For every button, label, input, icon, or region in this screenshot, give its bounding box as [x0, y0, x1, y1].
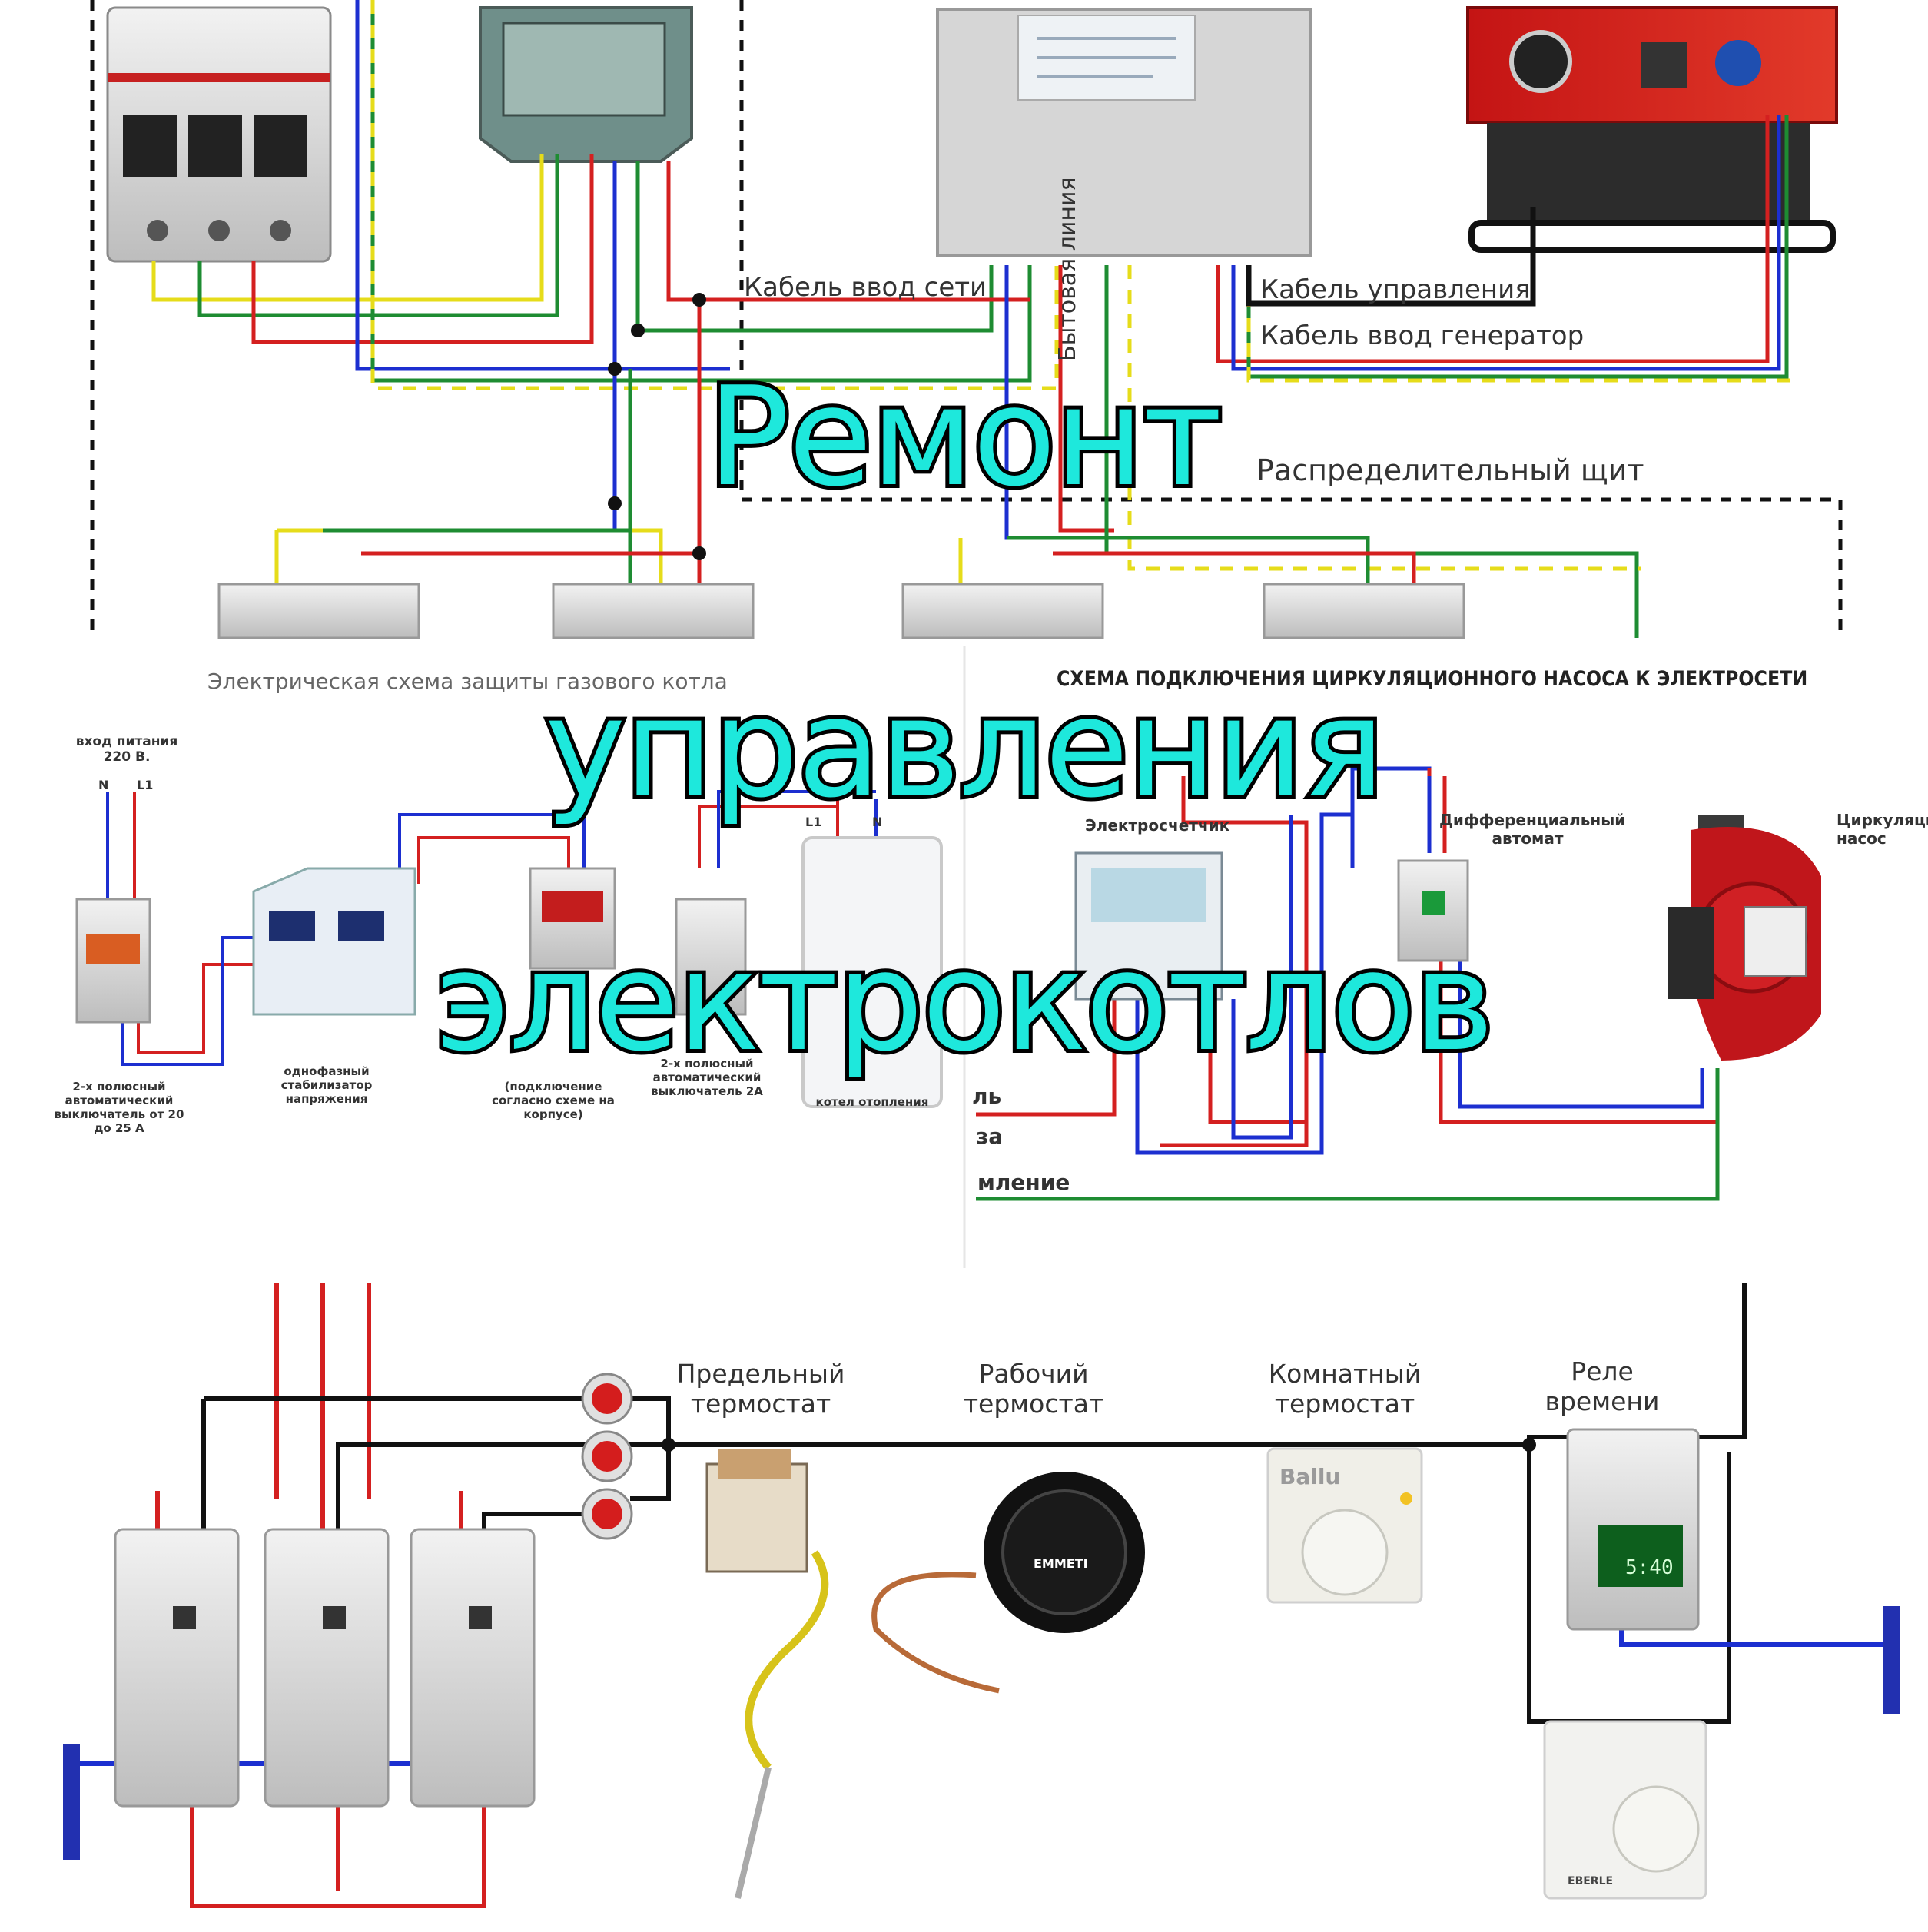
time-relay — [1566, 1428, 1700, 1631]
label-household-line: Бытовая линия — [1054, 177, 1081, 361]
bottom-panel-diagram — [0, 1276, 1928, 1928]
label-circulation-pump: Циркуляционный насос — [1837, 811, 1928, 848]
label-time-relay: Реле времени — [1545, 1356, 1660, 1416]
middle-left-panel-diagram — [12, 646, 966, 1268]
label-wire-zero-cut: за — [976, 1124, 1004, 1149]
electric-meter — [479, 6, 693, 163]
contactors-row — [114, 1528, 536, 1808]
label-boiler-l1: L1 — [805, 815, 822, 829]
label-pump-clip: Циркуляционный насос — [1837, 811, 1928, 857]
transfer-switch-box — [936, 8, 1312, 257]
label-input-220: вход питания 220 В. — [75, 734, 178, 765]
label-breaker-2a: 2-х полюсный автоматический выключатель … — [651, 1057, 763, 1098]
label-wire-phase-cut: ль — [972, 1084, 1002, 1109]
label-pump-scheme-title: СХЕМА ПОДКЛЮЧЕНИЯ ЦИРКУЛЯЦИОННОГО НАСОСА… — [1057, 667, 1808, 691]
label-l1: L1 — [137, 778, 154, 792]
label-cable-mains: Кабель ввод сети — [744, 272, 987, 303]
label-relay-connection: (подключение согласно схеме на корпусе) — [492, 1080, 615, 1121]
label-stabilizer: однофазный стабилизатор напряжения — [280, 1064, 373, 1106]
label-work-thermostat: Рабочий термостат — [963, 1359, 1104, 1419]
headline-line-1: Ремонт — [703, 357, 1226, 516]
label-distribution-board: Распределительный щит — [1256, 453, 1644, 487]
timer-display: 5:40 — [1625, 1556, 1674, 1579]
limit-thermostat — [705, 1449, 829, 1899]
label-rcbo: Дифференциальный автомат — [1439, 811, 1626, 848]
ballu-logo: Ballu — [1279, 1464, 1341, 1489]
eberle-logo: EBERLE — [1568, 1875, 1614, 1887]
label-limit-thermostat: Предельный термостат — [676, 1359, 845, 1419]
circulation-pump — [1668, 815, 1821, 1061]
label-gas-boiler-scheme: Электрическая схема защиты газового котл… — [207, 669, 728, 694]
circuit-breaker-3p — [106, 6, 332, 263]
label-boiler-n: N — [872, 815, 883, 829]
work-thermostat — [871, 1472, 1145, 1694]
headline-line-2: управления — [541, 669, 1389, 828]
headline-line-3: электрокотлов — [432, 922, 1498, 1081]
label-wire-ground-cut: мление — [977, 1170, 1070, 1195]
top-panel-diagram — [0, 0, 1928, 639]
eberle-thermostat — [1543, 1720, 1707, 1900]
label-cable-control: Кабель управления — [1260, 274, 1531, 305]
label-cable-generator: Кабель ввод генератор — [1260, 320, 1585, 351]
label-breaker-20-25a: 2-х полюсный автоматический выключатель … — [54, 1080, 184, 1135]
label-n: N — [98, 778, 109, 792]
label-electric-meter: Электросчетчик — [1085, 816, 1230, 835]
room-thermostat — [1266, 1447, 1423, 1604]
emmeti-logo: EMMETI — [1034, 1556, 1088, 1571]
generator — [1466, 6, 1838, 253]
label-heating-boiler: котел отопления — [815, 1095, 929, 1109]
middle-right-panel-diagram — [976, 646, 1928, 1268]
label-room-thermostat: Комнатный термостат — [1268, 1359, 1422, 1419]
indicator-switches — [581, 1373, 633, 1540]
